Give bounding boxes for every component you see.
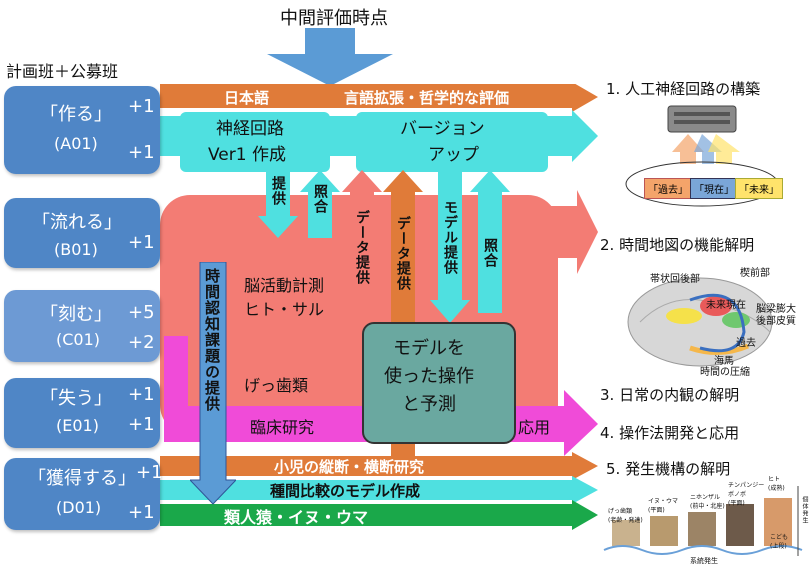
fig2-hippocampus: 海馬 xyxy=(714,356,734,367)
fig2-present: 現在 xyxy=(726,300,746,311)
reference-label: 照合 xyxy=(312,184,328,214)
time-cognition-label: 時間認知課題の提供 xyxy=(203,268,221,412)
team-c01-count1: +5 xyxy=(128,302,155,323)
fig2-future: 未来 xyxy=(706,300,726,311)
fig5-axis-label: 系統発生 xyxy=(690,557,718,565)
fig5-animal1: げっ歯類 (老齢・発達) xyxy=(608,508,643,524)
fig1-future: 「未来」 xyxy=(735,178,783,199)
team-e01 xyxy=(4,378,160,448)
japanese-label: 日本語 xyxy=(224,89,270,107)
brain-map-figure xyxy=(627,277,773,367)
species-compare-label: 種間比較のモデル作成 xyxy=(270,482,421,500)
team-b01 xyxy=(4,198,160,268)
team-d01 xyxy=(4,458,160,530)
data-provide-label: データ提供 xyxy=(395,216,411,291)
data-provide-label-left: データ提供 xyxy=(354,210,370,285)
fig2-region4: 後部皮質 xyxy=(756,316,796,327)
model-provide-down-arrow xyxy=(430,170,470,323)
model-op-line3: と予測 xyxy=(402,394,456,415)
clinical-label: 臨床研究 xyxy=(250,418,315,437)
version-up-line2: アップ xyxy=(428,145,479,165)
teams-heading: 計画班＋公募班 xyxy=(6,62,119,81)
child-study-arrow xyxy=(160,452,598,480)
team-a01-count2: +1 xyxy=(128,142,155,163)
provide-down-arrow xyxy=(258,170,298,238)
provide-label: 提供 xyxy=(270,176,286,206)
team-d01-name: 「獲得する」 xyxy=(28,468,136,489)
team-e01-count2: +1 xyxy=(128,414,155,435)
model-op-line2: 使った操作 xyxy=(384,366,474,387)
team-c01-name: 「刻む」 xyxy=(40,304,112,325)
team-b01-code: (B01) xyxy=(54,240,98,259)
model-provide-label: モデル提供 xyxy=(442,200,458,275)
team-a01-count1: +1 xyxy=(128,96,155,117)
fig5-animal2: イヌ・ウマ (平面) xyxy=(648,498,679,514)
team-c01-code: (C01) xyxy=(56,330,101,349)
team-e01-code: (E01) xyxy=(56,416,99,435)
fig2-region3: 脳梁膨大 xyxy=(756,304,796,315)
fig5-vertical-label: 個体発生 xyxy=(801,496,808,524)
team-a01-name: 「作る」 xyxy=(40,104,112,125)
team-c01 xyxy=(4,290,160,362)
team-a01 xyxy=(4,86,160,174)
model-op-line1: モデルを xyxy=(393,338,465,359)
orange-language-arrow xyxy=(160,84,598,112)
primates-arrow xyxy=(160,500,598,530)
brain-measure-line1: 脳活動計測 xyxy=(244,276,325,295)
team-d01-code: (D01) xyxy=(56,498,102,517)
version-up-line1: バージョン xyxy=(400,119,485,139)
data-provide-up-arrow xyxy=(342,170,382,258)
fig2-region1: 帯状回後部 xyxy=(650,274,700,285)
team-a01-code: (A01) xyxy=(54,134,98,153)
phylogeny-figure xyxy=(603,486,803,556)
goal-1: 1. 人工神経回路の構築 xyxy=(606,80,761,98)
fig2-region2: 楔前部 xyxy=(740,268,770,279)
team-b01-name: 「流れる」 xyxy=(32,212,122,233)
fig5-animal4: チンパンジー ボノボ (平面) xyxy=(728,482,765,507)
application-label: 応用 xyxy=(518,418,551,437)
team-e01-count1: +1 xyxy=(128,384,155,405)
goal-2: 2. 時間地図の機能解明 xyxy=(600,236,755,254)
fig5-child: こども (上段) xyxy=(770,534,789,550)
goal-5: 5. 発生機構の解明 xyxy=(606,460,731,478)
fig2-compression: 時間の圧縮 xyxy=(700,367,750,378)
reference-up-arrow xyxy=(300,170,340,238)
goal-4: 4. 操作法開発と応用 xyxy=(600,424,740,442)
team-d01-count2: +1 xyxy=(128,502,155,523)
reference2-label: 照合 xyxy=(482,238,498,268)
fig5-animal5: ヒト (成熟) xyxy=(768,476,785,492)
fig1-past: 「過去」 xyxy=(644,178,692,199)
child-study-label: 小児の縦断・横断研究 xyxy=(274,458,425,476)
language-ext-label: 言語拡張・哲学的な評価 xyxy=(344,89,510,107)
team-e01-name: 「失う」 xyxy=(40,388,112,409)
model-operation-box xyxy=(362,322,516,444)
team-c01-count2: +2 xyxy=(128,332,155,353)
team-d01-count1: +1 xyxy=(136,462,163,483)
version-up-box xyxy=(356,112,548,172)
brain-measure-line2: ヒト・サル xyxy=(244,300,325,319)
fig5-animal3: ニホンザル (前中・北座) xyxy=(690,494,725,510)
neural-v1-line2: Ver1 作成 xyxy=(208,145,286,165)
time-cognition-arrow xyxy=(190,262,236,505)
team-b01-count1: +1 xyxy=(128,232,155,253)
reference2-up-arrow xyxy=(470,170,510,313)
species-compare-arrow xyxy=(160,476,598,504)
primates-label: 類人猿・イヌ・ウマ xyxy=(224,508,369,527)
fig2-past: 過去 xyxy=(736,338,756,349)
neural-v1-box xyxy=(180,112,330,172)
fig1-present: 「現在」 xyxy=(690,178,738,199)
goal-3: 3. 日常の内観の解明 xyxy=(600,386,740,404)
neural-v1-line1: 神経回路 xyxy=(216,119,284,139)
rodents-label: げっ歯類 xyxy=(244,376,309,395)
neural-circuit-figure xyxy=(625,105,779,207)
midterm-down-arrow xyxy=(267,28,393,86)
midterm-label: 中間評価時点 xyxy=(280,8,388,29)
